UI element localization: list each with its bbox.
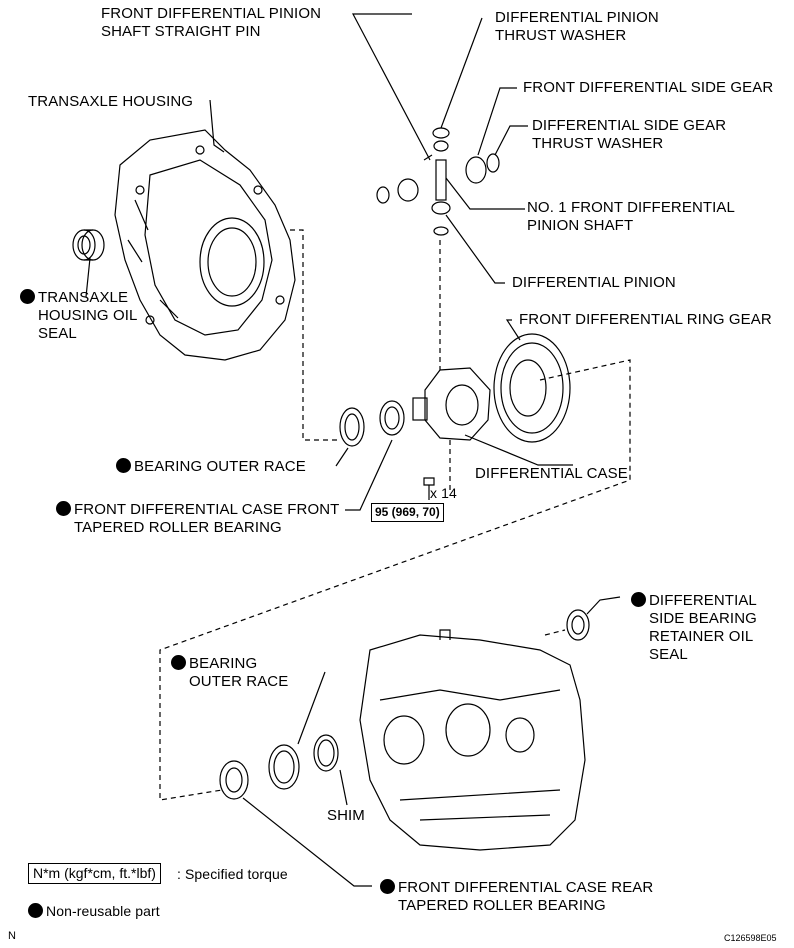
ring-gear-drawing: [493, 319, 571, 443]
nonreusable-icon: [20, 289, 35, 304]
transaxle-housing-drawing: [114, 99, 296, 361]
label-ring-gear: FRONT DIFFERENTIAL RING GEAR: [519, 311, 772, 328]
legend-torque-description: : Specified torque: [177, 866, 288, 882]
label-front-tapered-roller-bearing: FRONT DIFFERENTIAL CASE FRONT TAPERED RO…: [56, 501, 339, 537]
bolt-drawing: [423, 477, 435, 500]
assembly-axis-lines: [159, 229, 631, 801]
transaxle-case-drawing: [359, 629, 586, 851]
label-transaxle-housing-oil-seal: TRANSAXLE HOUSING OIL SEAL: [20, 289, 137, 343]
label-bearing-outer-race-rear: BEARING OUTER RACE: [171, 655, 288, 691]
torque-spec-box: 95 (969, 70): [371, 503, 444, 522]
label-shim: SHIM: [327, 807, 365, 824]
pinion-parts-drawing: [352, 13, 528, 284]
front-bearing-drawing: [335, 400, 405, 511]
nonreusable-icon: [28, 903, 43, 918]
label-transaxle-housing: TRANSAXLE HOUSING: [28, 93, 194, 110]
label-bearing-outer-race-front: BEARING OUTER RACE: [116, 458, 306, 476]
label-differential-pinion: DIFFERENTIAL PINION: [512, 274, 676, 291]
legend-nonreusable: Non-reusable part: [28, 902, 160, 920]
figure-code: C126598E05: [724, 933, 777, 943]
nonreusable-icon: [631, 592, 646, 607]
label-side-bearing-retainer-oil-seal: DIFFERENTIAL SIDE BEARING RETAINER OIL S…: [631, 592, 757, 664]
nonreusable-icon: [171, 655, 186, 670]
label-bolt-count: x 14: [430, 485, 457, 501]
rear-parts-drawing: [219, 596, 621, 887]
nonreusable-icon: [56, 501, 71, 516]
nonreusable-icon: [116, 458, 131, 473]
legend-torque-unit-box: N*m (kgf*cm, ft.*lbf): [28, 863, 161, 884]
label-differential-case: DIFFERENTIAL CASE: [475, 465, 628, 482]
transaxle-oil-seal-drawing: [72, 229, 105, 298]
label-side-gear: FRONT DIFFERENTIAL SIDE GEAR: [523, 79, 774, 96]
nonreusable-icon: [380, 879, 395, 894]
label-rear-tapered-roller-bearing: FRONT DIFFERENTIAL CASE REAR TAPERED ROL…: [380, 879, 653, 915]
differential-case-drawing: [412, 367, 573, 466]
corner-mark: N: [8, 930, 16, 942]
